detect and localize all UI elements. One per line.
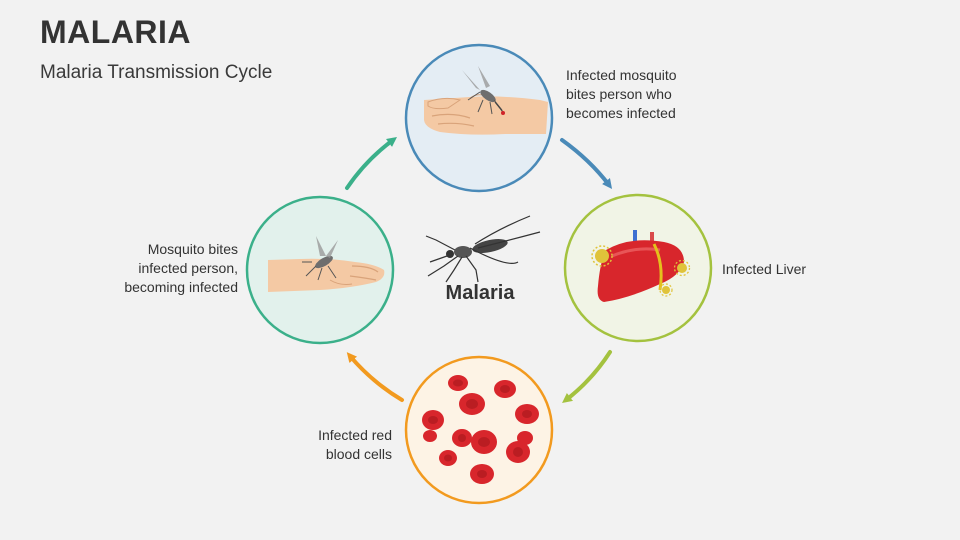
arrow-left-to-top [345, 137, 398, 190]
step-circle-top [404, 43, 554, 193]
step-label-line: bites person who [566, 86, 672, 102]
red-blood-cells-icon [422, 375, 539, 484]
step-label-line: Infected red [318, 427, 392, 443]
step-label-left: Mosquito bites infected person, becoming… [38, 240, 238, 297]
step-label-line: infected person, [138, 260, 238, 276]
page-title: MALARIA [40, 14, 192, 50]
center-label: Malaria [445, 282, 515, 304]
arrow-top-to-right [560, 138, 613, 189]
step-label-line: becomes infected [566, 105, 676, 121]
step-circle-right [563, 193, 713, 343]
step-label-line: Infected Liver [722, 261, 807, 277]
step-label-bottom: Infected red blood cells [192, 426, 392, 464]
mosquito-on-arm-icon [268, 236, 385, 292]
step-circle-bottom [404, 355, 554, 505]
mosquito-icon [425, 215, 541, 283]
step-label-right: Infected Liver [722, 260, 922, 279]
step-circle-left [245, 195, 395, 345]
arrow-bottom-to-left [346, 352, 404, 402]
mosquito-on-hand-icon [424, 66, 548, 135]
step-label-line: Mosquito bites [147, 241, 238, 257]
step-label-line: becoming infected [124, 279, 238, 295]
page-subtitle: Malaria Transmission Cycle [40, 62, 273, 83]
step-label-line: Infected mosquito [566, 67, 677, 83]
liver-icon [591, 230, 691, 302]
arrow-right-to-bottom [562, 350, 612, 404]
step-label-line: blood cells [325, 446, 392, 462]
step-label-top: Infected mosquito bites person who becom… [566, 66, 766, 123]
